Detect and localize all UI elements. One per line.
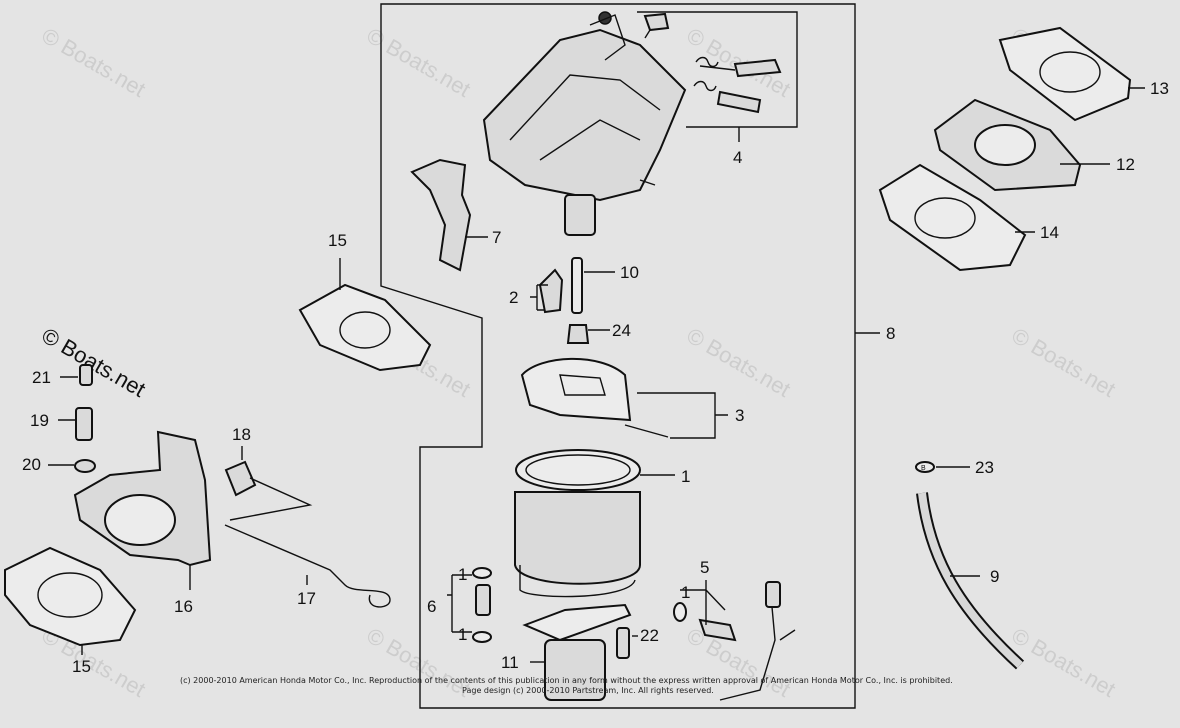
callouts: 4 7 10 2 24 15 8 3 1 1 6 1 5 1 22 11 13 …	[22, 79, 1169, 676]
screw-22	[616, 627, 630, 659]
callout-4[interactable]: 4	[733, 148, 742, 167]
copyright-line-1: (c) 2000-2010 American Honda Motor Co., …	[180, 676, 953, 685]
watermark: © Boats.net	[683, 23, 795, 102]
callout-1[interactable]: 1	[458, 625, 467, 644]
callout-15[interactable]: 15	[328, 231, 347, 250]
callout-24[interactable]: 24	[612, 321, 631, 340]
right-gaskets	[878, 26, 1132, 272]
callout-2[interactable]: 2	[509, 288, 518, 307]
callout-17[interactable]: 17	[297, 589, 316, 608]
watermark: © Boats.net	[363, 23, 475, 102]
carburetor-body	[482, 11, 687, 236]
fuel-tube-and-clip	[915, 461, 1025, 670]
callout-6[interactable]: 6	[427, 597, 436, 616]
callout-7[interactable]: 7	[492, 228, 501, 247]
callout-1[interactable]: 1	[458, 565, 467, 584]
callout-19[interactable]: 19	[30, 411, 49, 430]
pilot-screw-set	[643, 12, 782, 114]
callout-1[interactable]: 1	[681, 467, 690, 486]
watermark: © Boats.net	[1008, 623, 1120, 702]
callout-12[interactable]: 12	[1116, 155, 1135, 174]
callout-23[interactable]: 23	[975, 458, 994, 477]
drain-bolt	[472, 567, 492, 643]
callout-22[interactable]: 22	[640, 626, 659, 645]
assembly-outline	[380, 3, 856, 709]
callout-18[interactable]: 18	[232, 425, 251, 444]
copyright-line-2: Page design (c) 2000-2010 Partstream, In…	[462, 686, 714, 695]
callout-15[interactable]: 15	[72, 657, 91, 676]
watermark: © Boats.net	[38, 23, 150, 102]
left-bracket-assembly	[4, 364, 391, 647]
gasket-15-upper	[298, 283, 432, 372]
callout-11[interactable]: 11	[501, 653, 519, 672]
subkit-box	[637, 11, 798, 128]
fuel-cut-solenoid	[522, 603, 632, 701]
callout-3[interactable]: 3	[735, 406, 744, 425]
callout-14[interactable]: 14	[1040, 223, 1059, 242]
callout-16[interactable]: 16	[174, 597, 193, 616]
watermark: © Boats.net	[683, 323, 795, 402]
callout-9[interactable]: 9	[990, 567, 999, 586]
float-bowl	[514, 449, 641, 598]
solenoid-screw-and-leads	[673, 581, 796, 701]
throttle-lever	[410, 158, 472, 272]
clip-tag: B	[921, 465, 926, 472]
watermark: © Boats.net	[1008, 323, 1120, 402]
leader-lines	[48, 87, 1145, 663]
float	[520, 357, 669, 438]
callout-8[interactable]: 8	[886, 324, 895, 343]
callout-21[interactable]: 21	[32, 368, 51, 387]
callout-1[interactable]: 1	[681, 583, 690, 602]
callout-13[interactable]: 13	[1150, 79, 1169, 98]
watermark-dark: © Boats.net	[38, 323, 150, 402]
callout-5[interactable]: 5	[700, 558, 709, 577]
jet-and-needle	[538, 257, 590, 344]
callout-10[interactable]: 10	[620, 263, 639, 282]
callout-20[interactable]: 20	[22, 455, 41, 474]
